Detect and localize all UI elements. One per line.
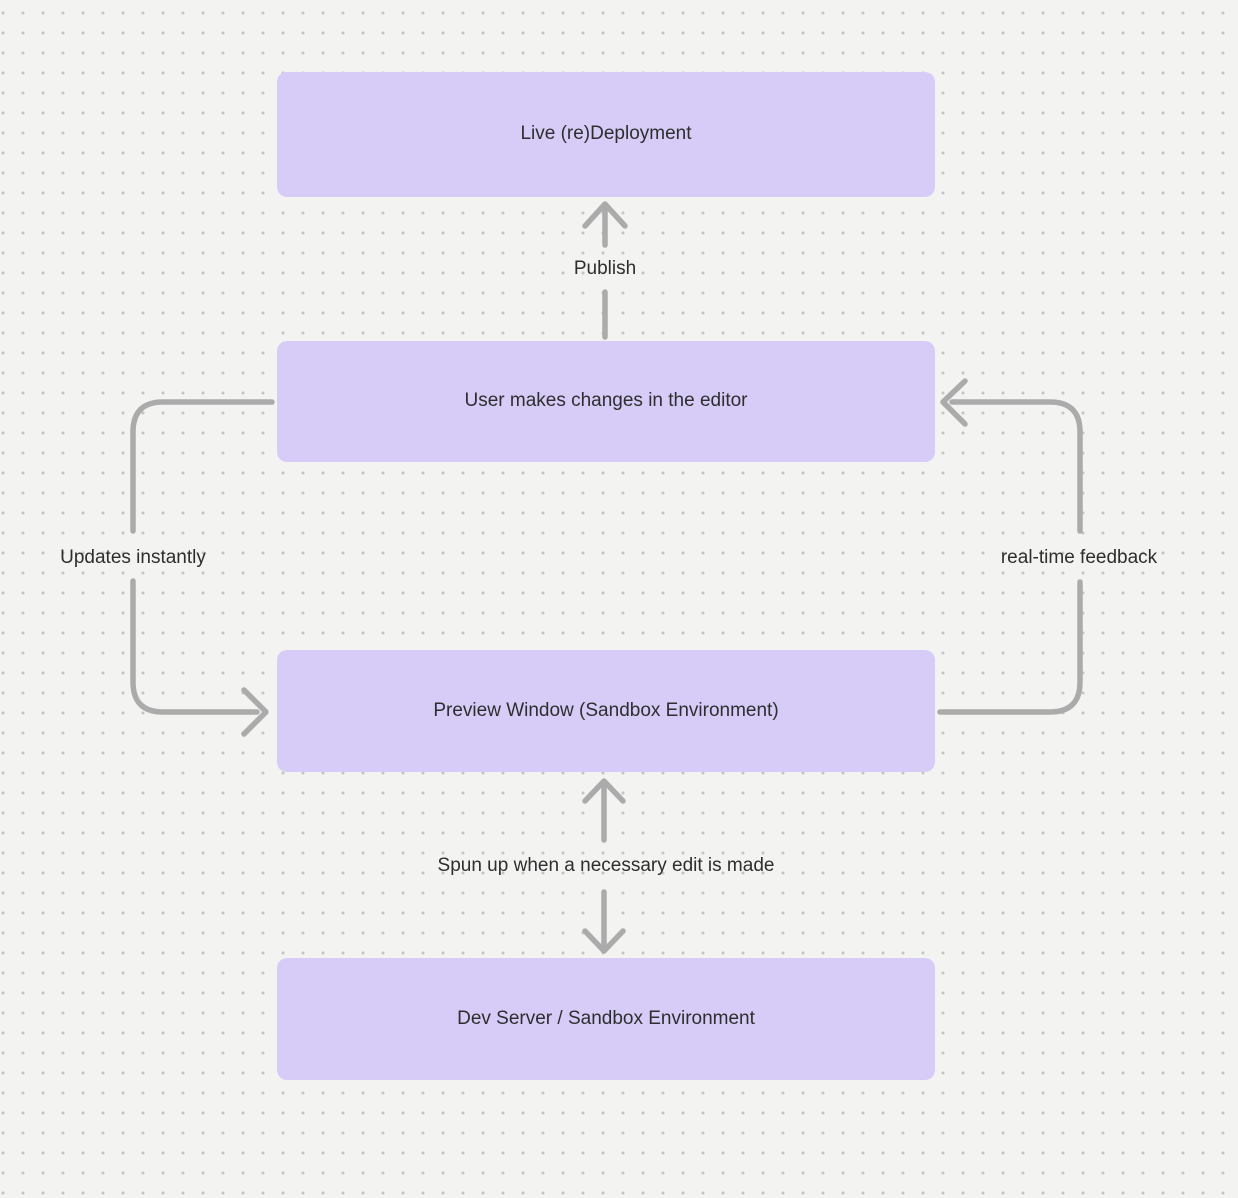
edge-spunup-arrowhead-down [582,928,626,954]
edge-label-spun-up: Spun up when a necessary edit is made [437,855,775,876]
edge-feedback-arrowhead [940,378,968,427]
node-dev-server: Dev Server / Sandbox Environment [277,958,935,1080]
node-preview-window-label: Preview Window (Sandbox Environment) [433,699,779,721]
node-user-makes-changes: User makes changes in the editor [277,341,935,462]
node-live-redeployment: Live (re)Deployment [277,72,935,197]
edge-updates-segment-upper [130,399,275,534]
node-user-makes-changes-label: User makes changes in the editor [464,390,748,412]
edge-updates-segment-lower [130,578,260,715]
edge-spunup-arrowhead-up [582,778,626,804]
edge-updates-arrowhead [241,687,269,737]
node-preview-window: Preview Window (Sandbox Environment) [277,650,935,772]
edge-feedback-segment-upper [949,399,1083,534]
node-live-redeployment-label: Live (re)Deployment [520,123,692,145]
node-dev-server-label: Dev Server / Sandbox Environment [457,1007,755,1029]
edge-feedback-segment-lower [937,579,1083,715]
edge-label-updates-instantly: Updates instantly [60,547,206,568]
edge-label-realtime-feedback: real-time feedback [1000,547,1158,568]
edge-label-publish: Publish [573,258,637,279]
edge-publish-arrowhead [582,201,628,229]
